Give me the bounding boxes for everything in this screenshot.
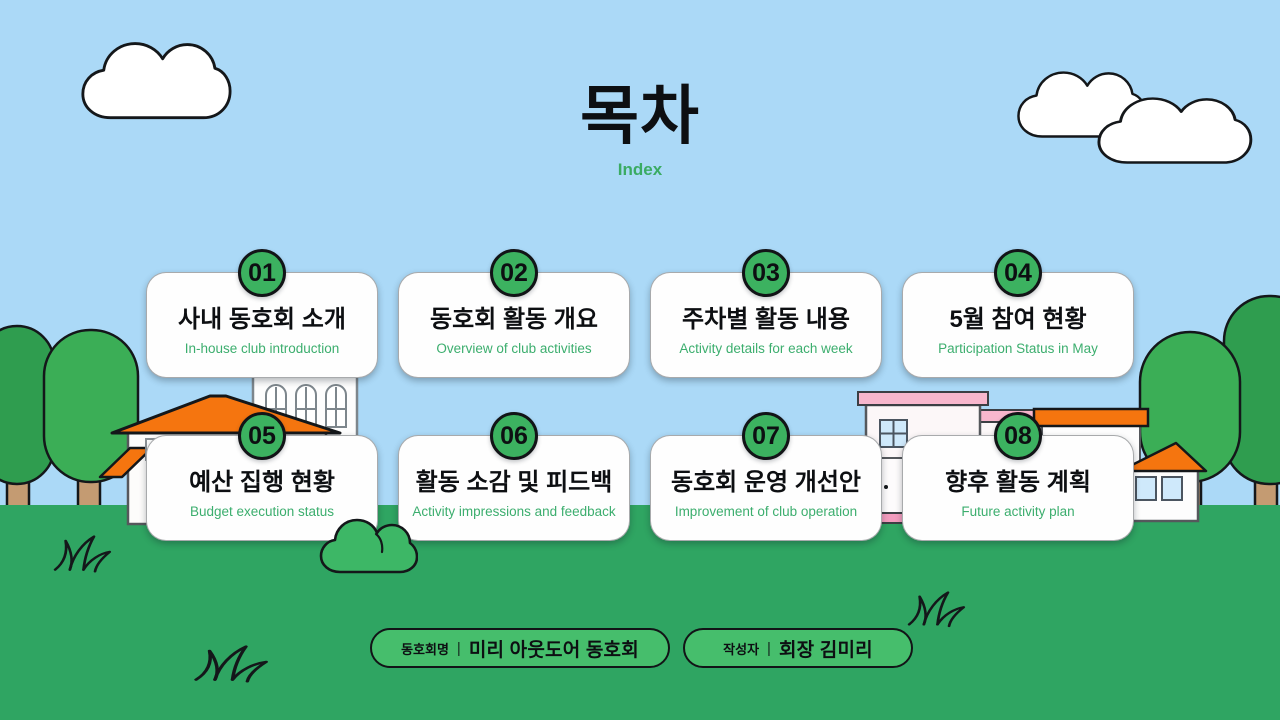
toc-card-title: 예산 집행 현황 xyxy=(189,469,335,496)
club-name-value: 미리 아웃도어 동호회 xyxy=(468,639,639,661)
club-name-badge: 동호회명 | 미리 아웃도어 동호회 xyxy=(370,628,670,668)
toc-card-3: 03 주차별 활동 내용 Activity details for each w… xyxy=(650,249,882,378)
toc-card-subtitle: Activity details for each week xyxy=(679,341,853,357)
toc-card-number-badge: 02 xyxy=(490,249,538,297)
toc-card-number-badge: 06 xyxy=(490,412,538,460)
house-icon xyxy=(1118,441,1208,523)
toc-card-title: 동호회 활동 개요 xyxy=(430,306,598,333)
toc-grid: 01 사내 동호회 소개 In-house club introduction … xyxy=(146,249,1134,541)
toc-card-number-badge: 01 xyxy=(238,249,286,297)
badge-separator: | xyxy=(456,639,461,657)
bush-icon xyxy=(319,518,418,574)
author-label: 작성자 xyxy=(723,641,760,657)
toc-card-1: 01 사내 동호회 소개 In-house club introduction xyxy=(146,249,378,378)
toc-card-title: 활동 소감 및 피드백 xyxy=(415,469,613,496)
slide-subtitle: Index xyxy=(617,160,663,179)
toc-card-title: 사내 동호회 소개 xyxy=(178,306,346,333)
tree-icon xyxy=(0,324,140,510)
club-name-label: 동호회명 xyxy=(401,641,449,657)
toc-card-number-badge: 03 xyxy=(742,249,790,297)
toc-card-subtitle: Overview of club activities xyxy=(436,341,592,357)
slide-header: 목차 Index xyxy=(0,84,1280,180)
toc-card-subtitle: Improvement of club operation xyxy=(674,504,858,520)
toc-card-4: 04 5월 참여 현황 Participation Status in May xyxy=(902,249,1134,378)
toc-card-title: 주차별 활동 내용 xyxy=(682,306,850,333)
toc-card-title: 5월 참여 현황 xyxy=(949,306,1087,333)
toc-card-subtitle: In-house club introduction xyxy=(184,341,340,357)
toc-card-subtitle: Budget execution status xyxy=(189,504,335,520)
toc-card-7: 07 동호회 운영 개선안 Improvement of club operat… xyxy=(650,412,882,541)
toc-card-subtitle: Future activity plan xyxy=(961,504,1075,520)
badge-separator: | xyxy=(767,639,771,657)
toc-card-number-badge: 05 xyxy=(238,412,286,460)
toc-card-number-badge: 07 xyxy=(742,412,790,460)
toc-card-title: 향후 활동 계획 xyxy=(945,469,1091,496)
toc-card-number-badge: 04 xyxy=(994,249,1042,297)
toc-card-subtitle: Activity impressions and feedback xyxy=(412,504,616,520)
author-value: 회장 김미리 xyxy=(778,639,873,661)
tree-icon xyxy=(1138,294,1280,510)
toc-card-2: 02 동호회 활동 개요 Overview of club activities xyxy=(398,249,630,378)
toc-card-subtitle: Participation Status in May xyxy=(938,341,1098,357)
toc-card-8: 08 향후 활동 계획 Future activity plan xyxy=(902,412,1134,541)
toc-card-5: 05 예산 집행 현황 Budget execution status xyxy=(146,412,378,541)
toc-card-title: 동호회 운영 개선안 xyxy=(671,469,861,496)
slide-title: 목차 xyxy=(580,80,700,152)
toc-card-6: 06 활동 소감 및 피드백 Activity impressions and … xyxy=(398,412,630,541)
author-badge: 작성자 | 회장 김미리 xyxy=(683,628,913,668)
toc-card-number-badge: 08 xyxy=(994,412,1042,460)
